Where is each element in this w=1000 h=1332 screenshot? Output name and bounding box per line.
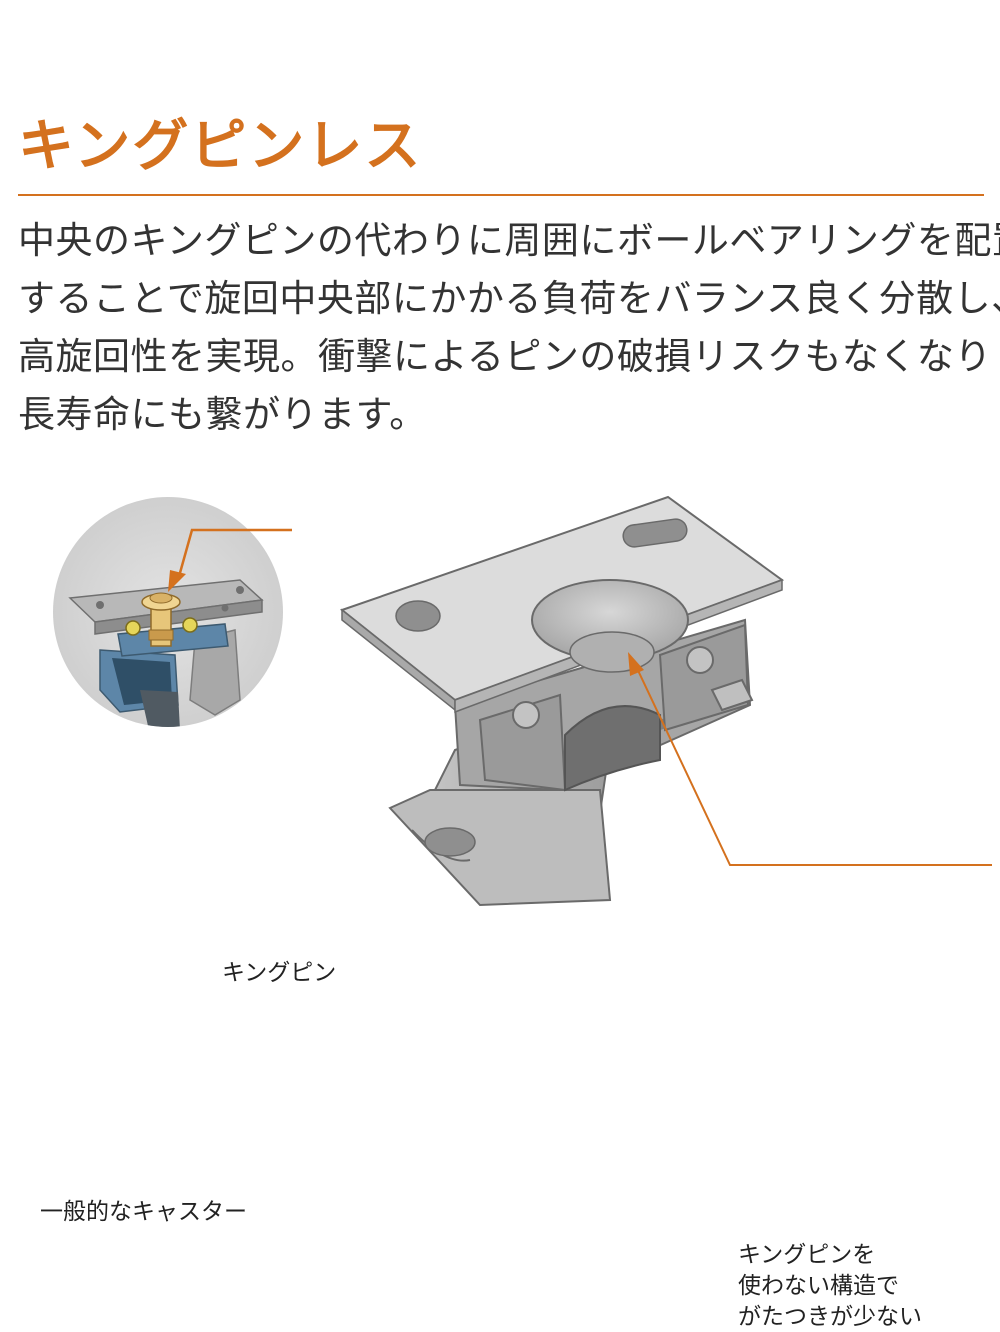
description: 中央のキングピンの代わりに周囲にボールベアリングを配置 することで旋回中央部にか… [18,212,1000,444]
description-line: 長寿命にも繋がります。 [18,393,427,436]
page-title: キングピンレス [18,114,423,179]
description-line: することで旋回中央部にかかる負荷をバランス良く分散し、 [18,277,1000,320]
callout-line: キングピンを [738,1242,876,1268]
description-line: 中央のキングピンの代わりに周囲にボールベアリングを配置 [18,219,1000,262]
conventional-caster-inset [53,497,292,727]
callout-line: がたつきが少ない [738,1304,922,1330]
kingpinless-caster [339,495,992,907]
title-divider [18,194,984,196]
conventional-caster-label: 一般的なキャスター [40,1199,247,1225]
kingpin-label: キングピン [222,960,337,986]
callout-line: 使わない構造で [738,1273,899,1299]
description-line: 高旋回性を実現。衝撃によるピンの破損リスクもなくなり [18,335,992,378]
caster-illustration [53,495,992,907]
caster-diagram: キングピン 一般的なキャスター キングピンを 使わない構造で がたつきが少ない [0,470,1000,1330]
